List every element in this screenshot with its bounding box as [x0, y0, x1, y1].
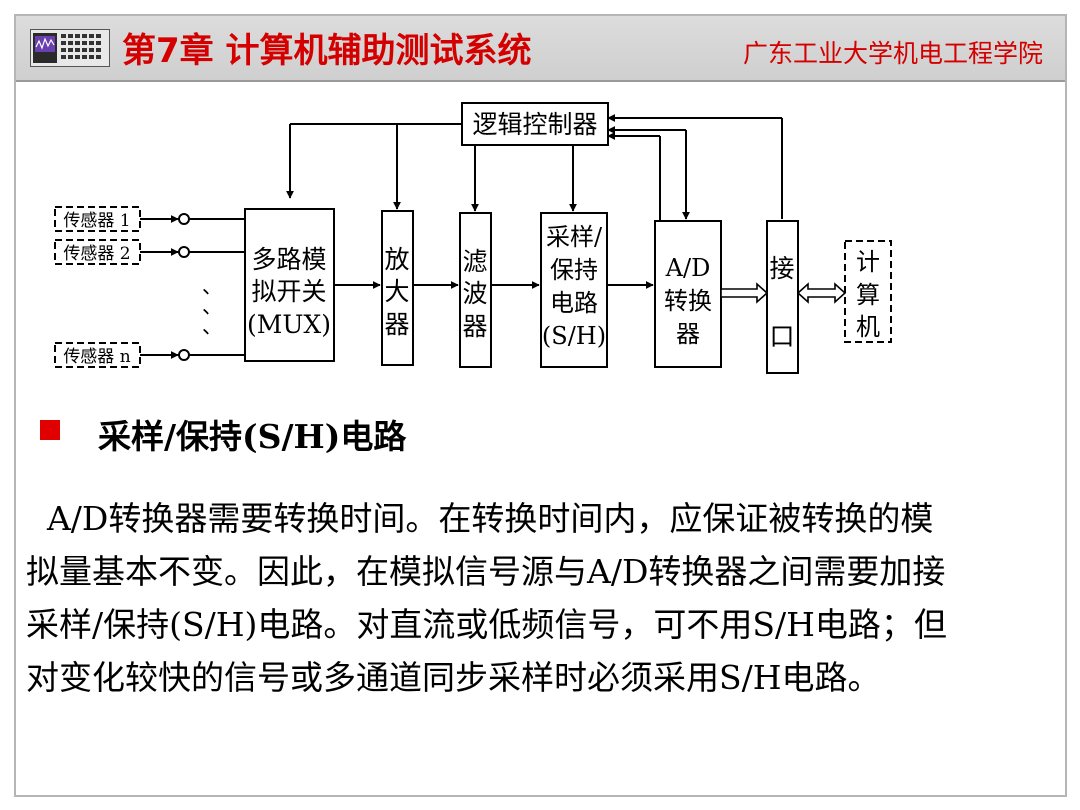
adc-box: [654, 220, 722, 368]
computer-label-line: 机: [856, 313, 880, 341]
system-block-diagram: 逻辑控制器 传感器 1 传感器 2 传感器 n 、 、 、 多路模 拟开关 (M…: [54, 102, 892, 374]
computer-label-line: 计: [856, 248, 880, 276]
filter-box: [459, 212, 492, 368]
amplifier-label-line: 放: [384, 245, 409, 274]
instrument-logo-icon: [30, 29, 110, 67]
filter-label-line: 波: [462, 279, 487, 308]
sample-hold-label-line: 采样/: [546, 223, 603, 251]
paragraph-line: 对变化较快的信号或多通道同步采样时必须采用S/H电路。: [26, 658, 881, 697]
sample-hold-box: [540, 212, 608, 368]
logic-controller-label: 逻辑控制器: [472, 110, 597, 139]
filter-label-line: 器: [462, 312, 487, 341]
amplifier-box: [381, 210, 414, 366]
computer-box: [844, 240, 892, 343]
interface-label-line: 接: [769, 254, 794, 283]
adc-label-line: 转换: [664, 287, 712, 315]
paragraph-line: 拟量基本不变。因此，在模拟信号源与A/D转换器之间需要加接: [26, 552, 946, 591]
paragraph-line: A/D转换器需要转换时间。在转换时间内，应保证被转换的模: [26, 499, 934, 538]
header-bar: 第7章 计算机辅助测试系统 广东工业大学机电工程学院: [16, 16, 1065, 82]
sample-hold-label-line: 保持: [550, 256, 598, 284]
mux-label-line: 多路模: [251, 245, 326, 274]
computer-label-line: 算: [856, 281, 880, 309]
adc-label-line: A/D: [665, 254, 711, 282]
sample-hold-label-line: 电路: [550, 289, 598, 317]
chapter-title: 第7章 计算机辅助测试系统: [122, 31, 532, 71]
mux-label-line: 拟开关: [251, 277, 326, 306]
body-paragraph: A/D转换器需要转换时间。在转换时间内，应保证被转换的模 拟量基本不变。因此，在…: [26, 492, 1066, 704]
ellipsis-mark: 、: [202, 314, 222, 338]
ellipsis-mark: 、: [202, 274, 222, 298]
sensor-n-box: [54, 342, 141, 368]
adc-label-line: 器: [676, 320, 700, 348]
section-heading: 采样/保持(S/H)电路: [98, 417, 407, 456]
sensor-n-label: 传感器 n: [63, 347, 130, 367]
interface-label-line: 口: [769, 322, 794, 351]
interface-box: [766, 220, 799, 374]
sensor-1-box: [54, 206, 141, 232]
sensor-2-box: [54, 239, 141, 265]
mux-box: [244, 208, 335, 362]
mux-label-line: (MUX): [247, 310, 331, 339]
amplifier-label-line: 器: [384, 310, 409, 339]
amplifier-label-line: 大: [384, 277, 409, 306]
sensor-1-label: 传感器 1: [63, 211, 130, 231]
sample-hold-label-line: (S/H): [542, 322, 606, 350]
filter-label-line: 滤: [462, 247, 487, 276]
sensor-2-label: 传感器 2: [63, 244, 130, 264]
school-name: 广东工业大学机电工程学院: [742, 39, 1043, 68]
paragraph-line: 采样/保持(S/H)电路。对直流或低频信号，可不用S/H电路；但: [26, 605, 947, 644]
red-square-bullet-icon: [40, 420, 60, 440]
ellipsis-mark: 、: [202, 294, 222, 318]
